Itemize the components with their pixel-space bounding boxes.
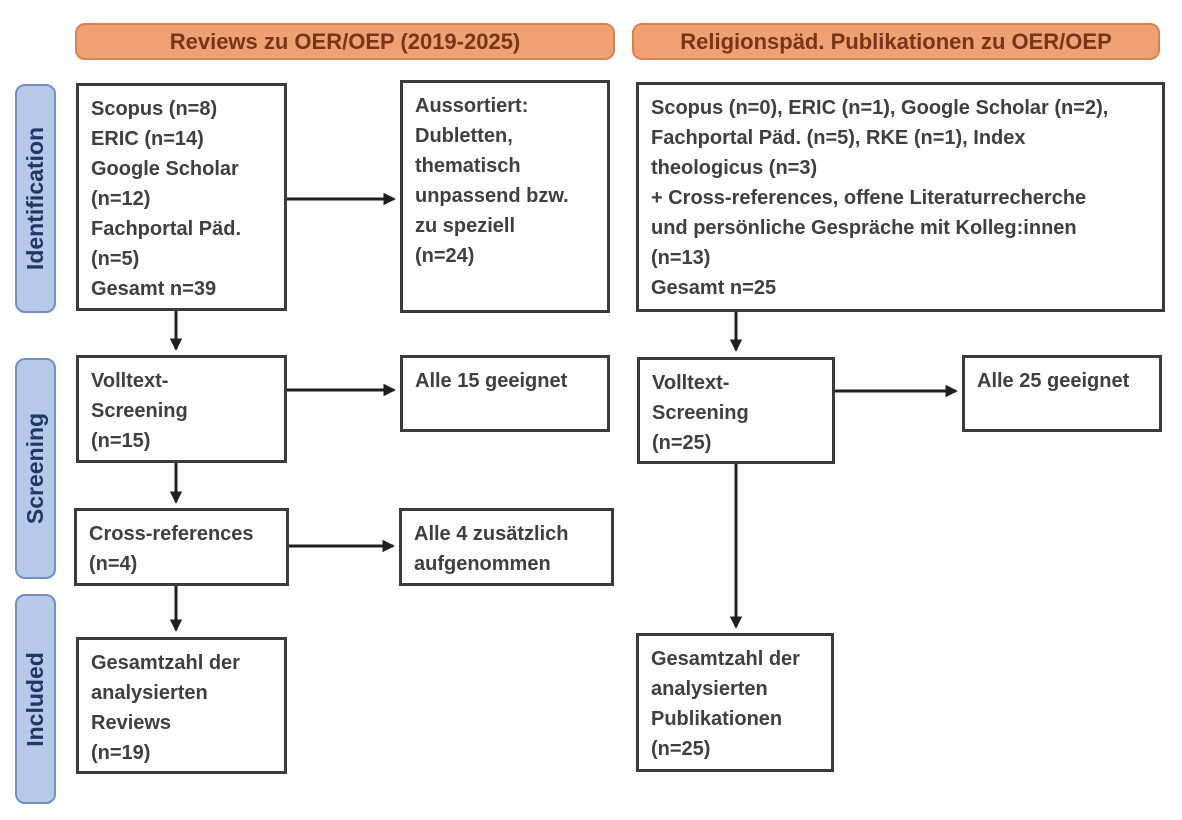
box-fulltext-result-left: Alle 15 geeignet xyxy=(400,355,610,432)
stage-label-screening-text: Screening xyxy=(22,412,48,525)
stage-label-included-text: Included xyxy=(22,651,48,747)
stage-label-identification-text: Identification xyxy=(22,126,48,271)
box-included-total-right: Gesamtzahl der analysierten Publikatione… xyxy=(636,633,834,772)
box-fulltext-screening-right: Volltext- Screening (n=25) xyxy=(637,357,835,464)
stage-label-identification: Identification xyxy=(15,84,56,313)
box-identification-sources-left: Scopus (n=8) ERIC (n=14) Google Scholar … xyxy=(76,83,287,311)
box-fulltext-screening-left: Volltext- Screening (n=15) xyxy=(76,355,287,463)
stage-label-included: Included xyxy=(15,594,56,804)
box-identification-sources-right: Scopus (n=0), ERIC (n=1), Google Scholar… xyxy=(636,82,1165,312)
column-header-reviews: Reviews zu OER/OEP (2019-2025) xyxy=(75,23,615,60)
box-cross-references: Cross-references (n=4) xyxy=(74,508,289,586)
box-cross-references-result: Alle 4 zusätzlich aufgenommen xyxy=(399,508,614,586)
box-included-total-left: Gesamtzahl der analysierten Reviews (n=1… xyxy=(76,637,287,774)
stage-label-screening: Screening xyxy=(15,358,56,579)
box-excluded-records: Aussortiert: Dubletten, thematisch unpas… xyxy=(400,80,610,313)
column-header-religionspaed: Religionspäd. Publikationen zu OER/OEP xyxy=(632,23,1160,60)
box-fulltext-result-right: Alle 25 geeignet xyxy=(962,355,1162,432)
